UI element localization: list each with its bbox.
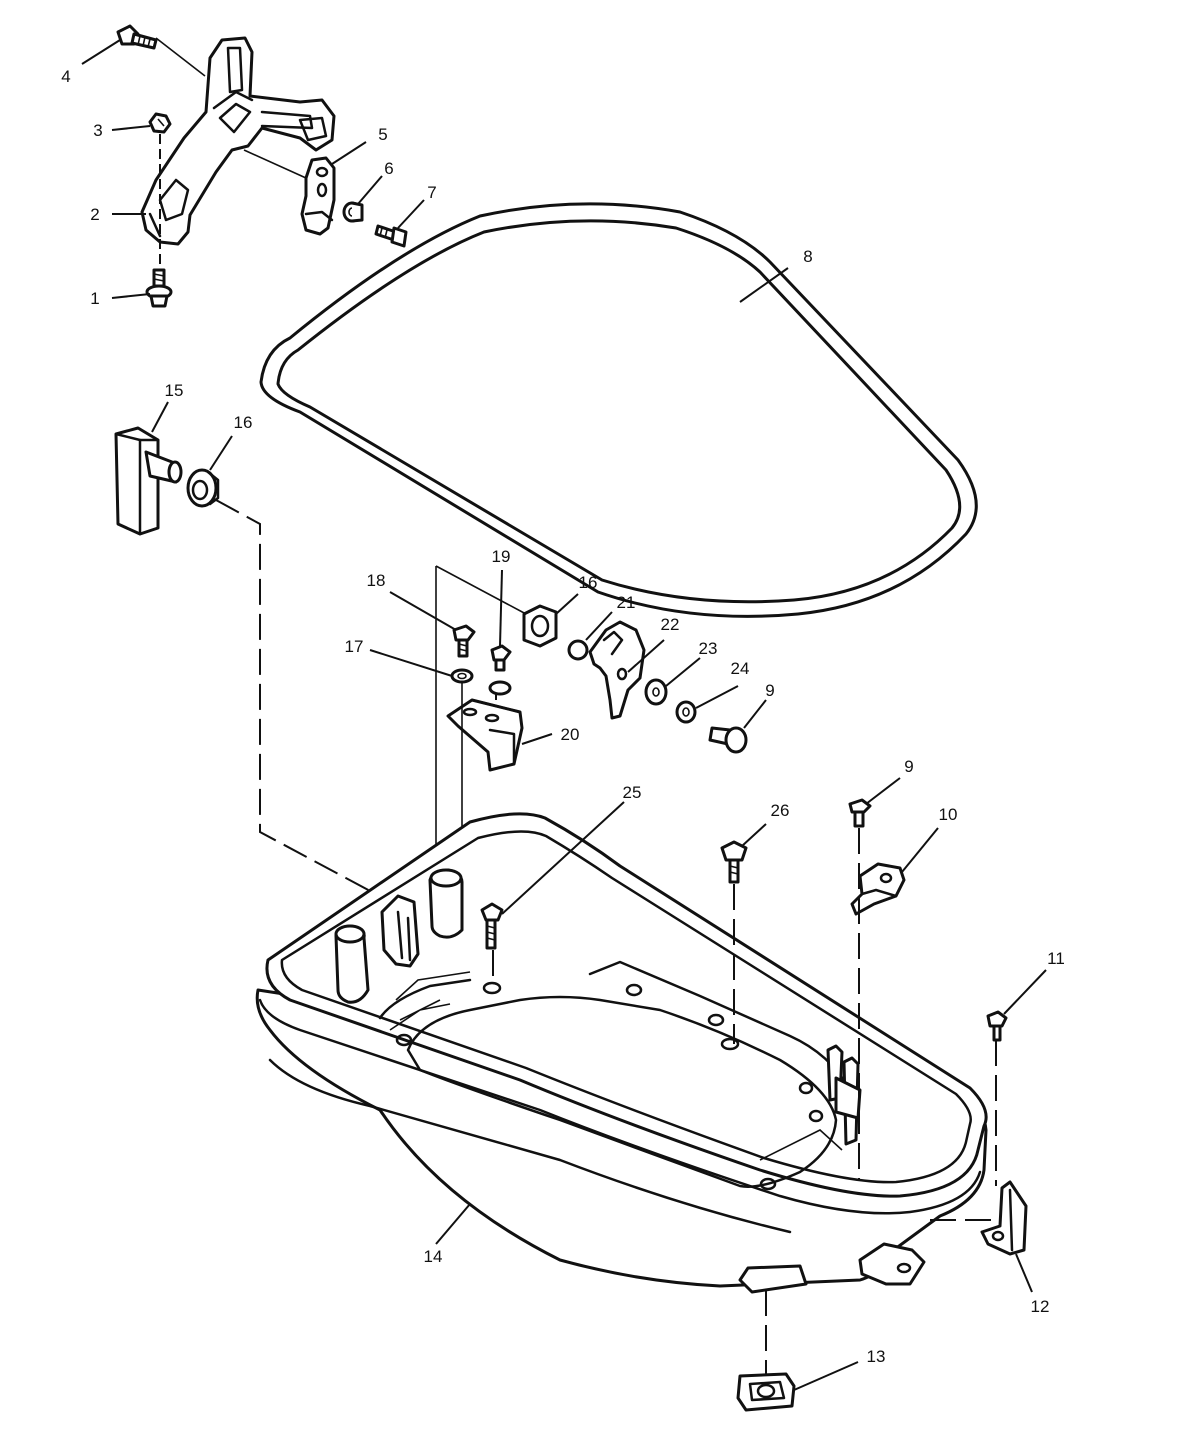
callout-1: 1 [90, 289, 99, 308]
callout-5: 5 [378, 125, 387, 144]
callout-22: 22 [661, 615, 680, 634]
callout-11: 11 [1047, 949, 1065, 968]
callout-23: 23 [699, 639, 718, 658]
catch-bracket-part-20 [446, 698, 524, 772]
screw-part-11 [986, 1010, 1008, 1042]
callout-2: 2 [90, 205, 99, 224]
callout-7: 7 [427, 183, 436, 202]
bracket-part-12 [980, 1180, 1028, 1256]
plug-part-13 [736, 1372, 796, 1412]
screw-part-26 [720, 840, 748, 884]
clip-part-3 [148, 112, 172, 134]
callout-12: 12 [1031, 1297, 1050, 1316]
callout-6: 6 [384, 159, 393, 178]
grommet-part-16-upper [522, 604, 558, 648]
callout-16-left: 16 [234, 413, 253, 432]
callout-25: 25 [623, 783, 642, 802]
assembly-lines [215, 499, 1000, 1374]
screw-part-7 [374, 224, 408, 248]
leader-lines [81, 39, 1047, 1391]
gasket-part-8 [259, 202, 978, 618]
link-plate-part-5 [300, 156, 336, 236]
callout-14: 14 [424, 1247, 443, 1266]
screw-part-4 [116, 24, 158, 50]
callout-labels: 1 2 3 4 5 6 7 8 9 9 10 11 12 13 14 15 16… [61, 67, 1065, 1366]
callout-15: 15 [165, 381, 184, 400]
callout-4: 4 [61, 67, 70, 86]
callout-20: 20 [561, 725, 580, 744]
latch-hook-part-22 [588, 620, 646, 720]
screw-part-25 [480, 902, 504, 950]
callout-17: 17 [345, 637, 364, 656]
grommet-part-16-left [186, 468, 220, 508]
callout-21: 21 [617, 593, 636, 612]
callout-18: 18 [367, 571, 386, 590]
callout-9-upper: 9 [765, 681, 774, 700]
callout-24: 24 [731, 659, 750, 678]
callout-26: 26 [771, 801, 790, 820]
bushing-part-6 [342, 201, 364, 223]
callout-8: 8 [803, 247, 812, 266]
screw-part-1 [145, 268, 173, 308]
lockwasher-part-24 [675, 700, 697, 724]
callout-13: 13 [867, 1347, 886, 1366]
callout-3: 3 [93, 121, 102, 140]
shoulder-screw-part-9-upper [708, 726, 748, 754]
screw-part-19 [490, 644, 512, 672]
main-bracket-part-2 [140, 36, 336, 246]
bracket-assembly [116, 24, 408, 308]
washer-part-17 [450, 668, 474, 684]
washer-part-21 [567, 639, 589, 661]
screw-part-18 [452, 624, 476, 658]
callout-9-lower: 9 [904, 757, 913, 776]
callout-10: 10 [939, 805, 958, 824]
washer-part-23 [644, 678, 668, 706]
callout-19: 19 [492, 547, 511, 566]
screw-part-9-lower [848, 798, 872, 828]
bracket-part-10 [850, 862, 906, 916]
latch-hardware [435, 565, 748, 960]
callout-16-upper: 16 [579, 573, 598, 592]
lower-cowl-part-14 [255, 812, 988, 1294]
washer-part-19 [488, 680, 512, 696]
latch-block-part-15 [114, 426, 183, 536]
